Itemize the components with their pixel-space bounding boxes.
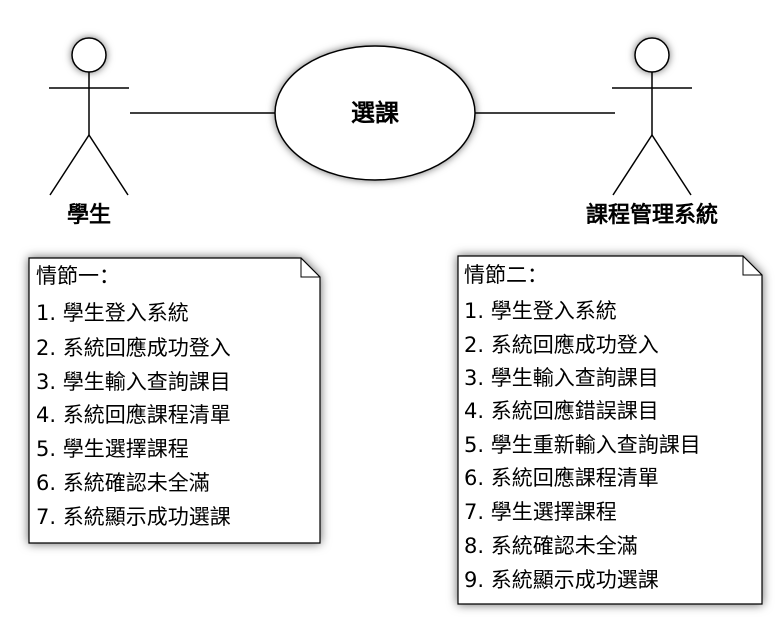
actor-head (71, 37, 107, 73)
actor-label-student: 學生 (67, 202, 111, 228)
note-step: 4. 系統回應課程清單 (36, 403, 231, 427)
note-step: 5. 學生重新輸入查詢課目 (464, 433, 701, 457)
note-step: 4. 系統回應錯誤課目 (464, 399, 659, 423)
note-step: 2. 系統回應成功登入 (464, 333, 659, 357)
note-step: 1. 學生登入系統 (36, 301, 189, 325)
note-body (457, 255, 763, 605)
note-step: 9. 系統顯示成功選課 (464, 568, 659, 592)
note-step: 3. 學生輸入查詢課目 (36, 370, 231, 394)
note-scenario-2: 情節二： 1. 學生登入系統 2. 系統回應成功登入 3. 學生輸入查詢課目 4… (457, 255, 763, 605)
note-title: 情節二： (464, 263, 548, 287)
note-step: 8. 系統確認未全滿 (464, 534, 638, 558)
use-case-ellipse (274, 45, 476, 181)
note-title: 情節一： (36, 264, 120, 288)
note-body (28, 257, 321, 544)
actor-system (612, 37, 692, 196)
note-scenario-1: 情節一： 1. 學生登入系統 2. 系統回應成功登入 3. 學生輸入查詢課目 4… (28, 257, 321, 544)
note-corner-fold (742, 256, 762, 276)
note-step: 7. 系統顯示成功選課 (36, 505, 231, 529)
note-step: 7. 學生選擇課程 (464, 500, 617, 524)
actor-head (634, 37, 670, 73)
actor-student (49, 37, 129, 196)
actor-label-system: 課程管理系統 (586, 202, 718, 228)
note-step: 1. 學生登入系統 (464, 299, 617, 323)
note-step: 6. 系統回應課程清單 (464, 466, 659, 490)
note-step: 5. 學生選擇課程 (36, 437, 189, 461)
use-case-label: 選課 (351, 99, 400, 127)
note-step: 2. 系統回應成功登入 (36, 336, 231, 360)
note-step: 3. 學生輸入查詢課目 (464, 366, 659, 390)
note-corner-fold (300, 258, 320, 278)
note-step: 6. 系統確認未全滿 (36, 471, 210, 495)
